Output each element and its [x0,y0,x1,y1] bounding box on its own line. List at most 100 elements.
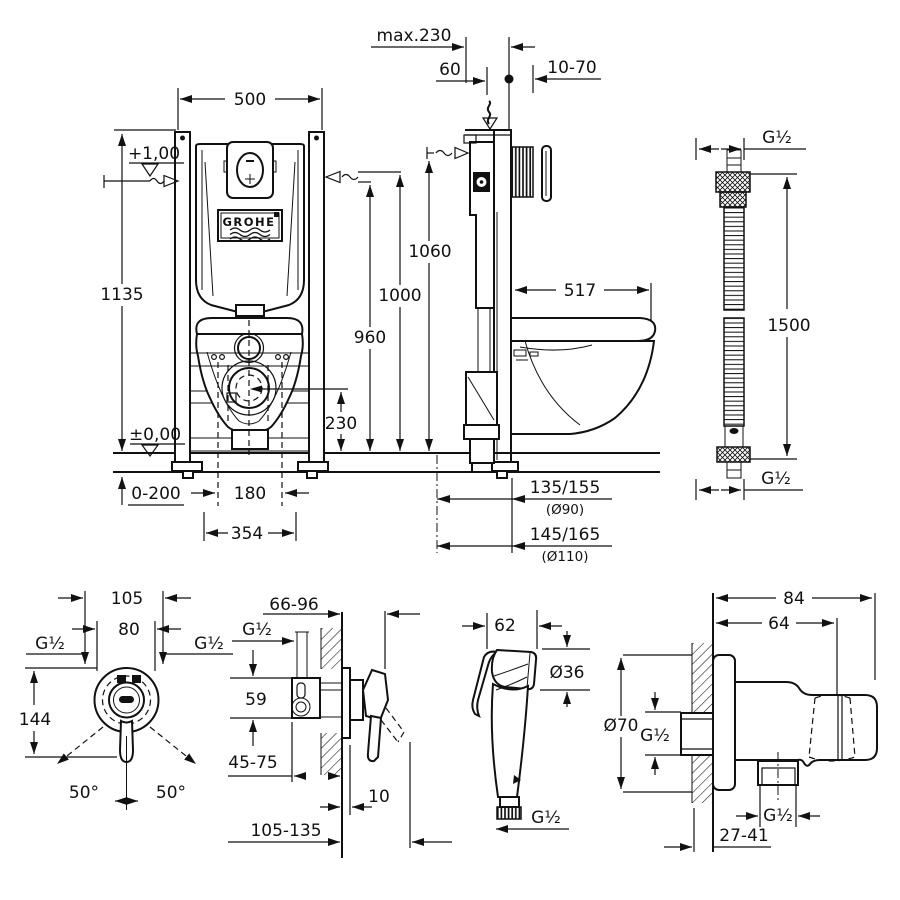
dim-bowl-depth: 517 [564,281,596,301]
dim-base-width: 354 [231,524,263,544]
escutcheon-side [341,667,351,739]
dim-bolt-spacing: 180 [234,484,266,504]
side-view-dimensions: max.230 60 10-70 517 135/155 (Ø90) 145/1… [371,26,652,565]
valve-body-inwall [291,677,321,719]
wavy-arrow-icon [454,146,470,160]
dim-union-thread-side: G¹⁄₂ [640,726,670,746]
trim-sleeve [349,679,364,721]
hanger-hook [471,650,500,719]
dim-head-dia-36: Ø36 [549,663,584,683]
dim-depth-45-75: 45-75 [228,753,277,773]
dim-frame-height: 1135 [100,285,143,305]
wavy-arrow-icon [324,170,341,184]
dim-wall-27-41: 27-41 [719,826,768,846]
dim-drain-90-dia: (Ø90) [546,502,584,518]
cistern-side [469,141,495,309]
wall-union-dimensions: 84 64 Ø70 G¹⁄₂ G¹⁄₂ 27-41 [603,589,876,852]
dim-angle-right: 50° [156,783,186,803]
lever-hub [361,668,390,722]
level-marker-icon [140,163,160,178]
dim-hand-thread: G¹⁄₂ [531,808,561,828]
dim-frame-width: 500 [234,90,266,110]
dim-union-84: 84 [783,589,805,609]
reference-dot [504,74,514,84]
brand-logo-text: GROHE [222,215,275,229]
front-view-dimensions: 500 1135 +1,00 ±0,00 0-200 180 354 230 9… [100,88,470,544]
cartridge-slot [119,696,134,703]
dim-head-width-62: 62 [494,616,516,636]
dim-hose-length: 1500 [767,316,810,336]
dim-plate-10: 10 [368,787,390,807]
dim-angle-left: 50° [69,783,99,803]
dim-max-depth: max.230 [377,26,452,46]
dim-offset-60: 60 [439,60,461,80]
dim-height-1060: 1060 [408,242,451,262]
dim-height-960: 960 [354,328,386,348]
level-plus-label: +1,00 [128,144,180,164]
hose-corrugation-lower [723,317,745,427]
connector-nut [496,806,522,820]
dim-height-59: 59 [245,690,267,710]
hose-stub-top [726,149,742,173]
dim-mixer-105: 105 [111,589,143,609]
floor-lines [113,452,660,473]
wall-hatch [321,628,342,669]
dim-drain-90: 135/155 [530,478,601,498]
flush-plate-front [223,141,277,199]
water-inlet-squiggle-icon [486,100,492,125]
dim-mixer-side-thread: G¹⁄₂ [242,620,272,640]
dim-union-64: 64 [768,614,790,634]
dim-union-thread-bottom: G¹⁄₂ [763,806,793,826]
dim-height-1000: 1000 [378,286,421,306]
dim-mixer-80: 80 [118,620,140,640]
hand-shower-dimensions: 62 Ø36 G¹⁄₂ [462,610,590,833]
dim-depth-66-96: 66-96 [269,595,318,615]
dim-reach-105-135: 105-135 [250,821,321,841]
spray-direction-mark [513,775,521,784]
dim-floor-adjust: 0-200 [131,484,180,504]
dim-hose-thread-bottom: G¹⁄₂ [761,469,791,489]
shower-handle [490,682,530,798]
dim-drain-110-dia: (Ø110) [542,549,589,565]
dim-outlet-height: 230 [325,414,357,434]
wavy-arrow-icon [163,174,180,188]
flush-pipe-flange [235,304,265,317]
drain-spigot [231,429,269,450]
frame-side-view [463,100,657,479]
mixer-front-view [56,667,197,810]
frame-rails [171,131,329,479]
lever-swing-right [149,726,197,765]
mixer-front-dimensions: 105 80 G¹⁄₂ G¹⁄₂ 144 50° 50° [19,589,233,803]
hose-nut-top [715,171,751,193]
flush-plate-knurled-block [511,146,534,198]
down-triangle-icon [481,117,499,131]
toilet-bowl-side [510,317,657,435]
dim-mixer-thread-left: G¹⁄₂ [35,634,65,654]
mixer-side-dimensions: 66-96 G¹⁄₂ 59 45-75 10 105-135 [228,595,452,848]
escutcheon-round [712,654,736,791]
shower-hose-view: G¹⁄₂ 1500 G¹⁄₂ [695,128,811,500]
hose-corrugation-upper [723,206,745,311]
registered-mark-icon [274,212,279,217]
union-body-with-holder [734,681,878,767]
hose-nut-bottom [716,446,751,463]
dim-escutcheon-dia-70: Ø70 [603,716,638,736]
water-wave-icon [149,177,165,185]
brand-badge: GROHE [217,209,283,242]
dim-mixer-144: 144 [19,710,51,730]
wall-union-view [680,593,878,852]
dim-mixer-thread-right: G¹⁄₂ [194,634,224,654]
drain-pipework-side [463,308,500,473]
level-zero-label: ±0,00 [129,425,181,445]
mixer-side-view [291,612,405,858]
frame-front-view: GROHE [171,131,329,479]
level-marker-icon [140,444,160,458]
dim-plate-adjust: 10-70 [547,58,596,78]
dim-hose-thread-top: G¹⁄₂ [762,128,792,148]
hose-connector [499,796,520,808]
mixer-lever-side [366,714,383,763]
dim-drain-110: 145/165 [530,525,601,545]
lever-swing-left [56,726,104,765]
